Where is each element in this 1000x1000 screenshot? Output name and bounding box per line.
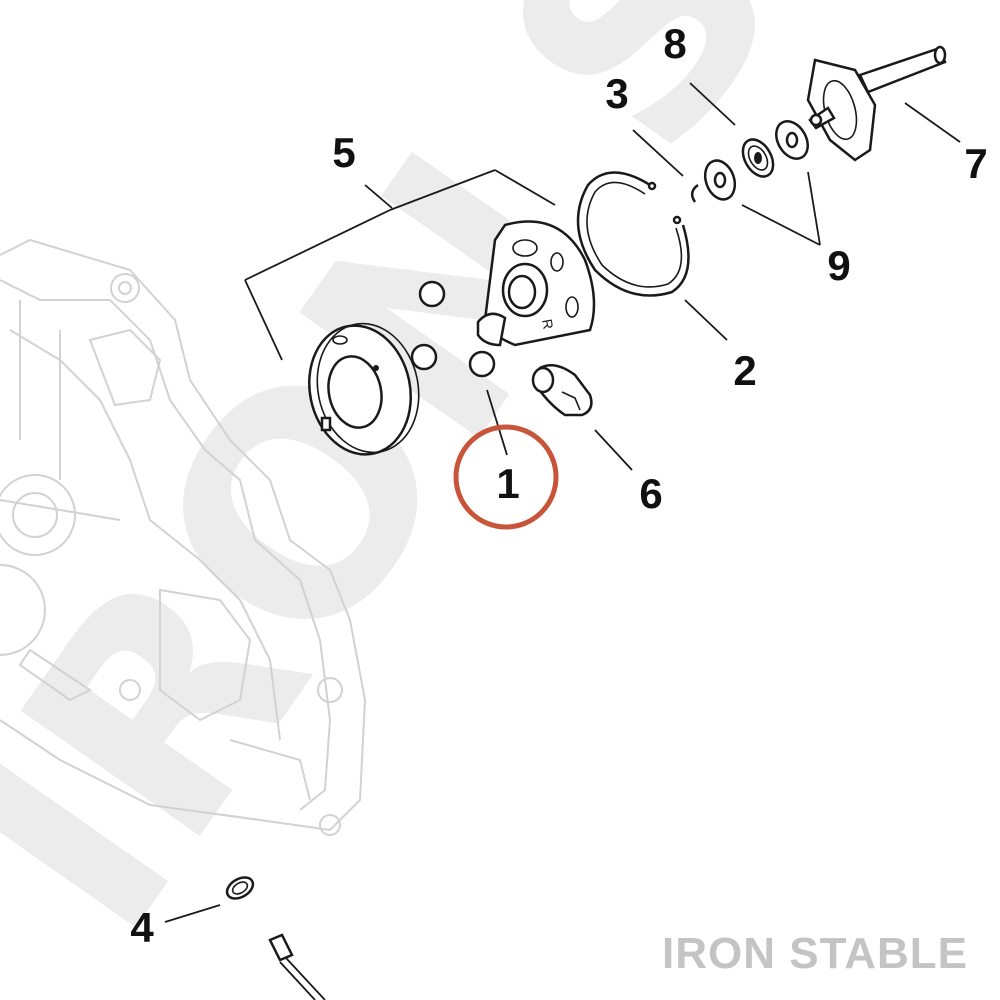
callout-9: 9 xyxy=(827,242,850,289)
callout-6: 6 xyxy=(639,470,662,517)
callout-2: 2 xyxy=(733,347,756,394)
part-5-balls xyxy=(410,280,496,378)
part-6-actuator xyxy=(531,363,593,417)
leader-lines xyxy=(164,82,961,923)
callout-5: 5 xyxy=(332,129,355,176)
part-5-rear-plate xyxy=(308,322,420,456)
part-3-clip xyxy=(690,183,699,203)
callout-7: 7 xyxy=(964,140,987,187)
part-8-bearing xyxy=(741,138,775,178)
part-9-washers xyxy=(703,120,809,201)
callout-8: 8 xyxy=(663,20,686,67)
part-4-o-ring xyxy=(225,876,255,900)
callout-3: 3 xyxy=(605,70,628,117)
callout-4: 4 xyxy=(130,904,154,951)
part-1-ball xyxy=(468,350,496,378)
part-2-snap-ring xyxy=(576,171,690,297)
pushrod xyxy=(268,933,326,1000)
brand-logo-text: IRON STABLE xyxy=(662,929,968,978)
callout-1-highlight-ring xyxy=(453,424,559,530)
engine-case-ghost xyxy=(0,238,367,836)
part-7-shaft xyxy=(806,45,947,162)
svg-text:R: R xyxy=(539,318,557,331)
callout-1: 1 xyxy=(496,460,519,507)
part-5-ramp-plate: R xyxy=(476,220,596,347)
